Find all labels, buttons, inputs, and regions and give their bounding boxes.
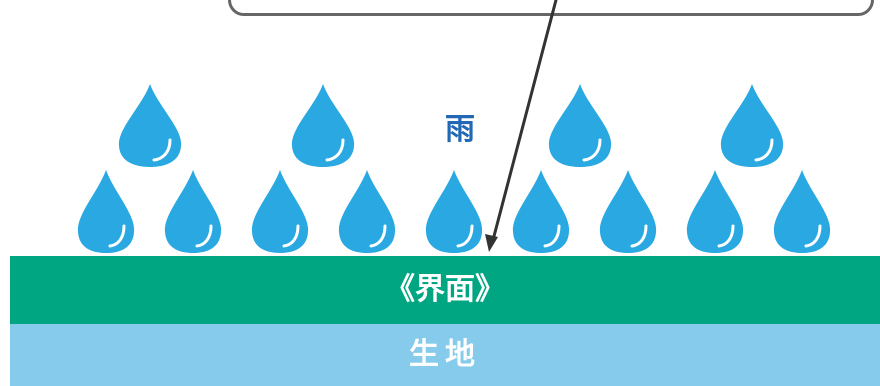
water-drop-icon xyxy=(118,84,182,167)
arrow-head-icon xyxy=(485,234,498,252)
water-drop-icon xyxy=(599,170,657,253)
water-drop-icon xyxy=(338,170,396,253)
interface-layer xyxy=(10,256,880,324)
water-drop-icon xyxy=(291,84,355,167)
fabric-layer xyxy=(10,324,880,386)
water-drop-icon xyxy=(720,84,784,167)
water-drop-icon xyxy=(548,84,612,167)
water-drop-icon xyxy=(251,170,309,253)
rain-label: 雨 xyxy=(445,112,475,147)
water-drop-icon xyxy=(686,170,744,253)
water-drop-icon xyxy=(512,170,570,253)
drops-top-row xyxy=(118,84,784,167)
water-drop-icon xyxy=(164,170,222,253)
fabric-label: 生地 xyxy=(409,337,481,372)
water-drop-icon xyxy=(773,170,831,253)
pointer-line xyxy=(491,0,558,242)
water-drop-icon xyxy=(77,170,135,253)
drops-bottom-row xyxy=(77,170,831,253)
water-drop-icon xyxy=(425,170,483,253)
interface-label: 《界面》 xyxy=(385,272,505,307)
